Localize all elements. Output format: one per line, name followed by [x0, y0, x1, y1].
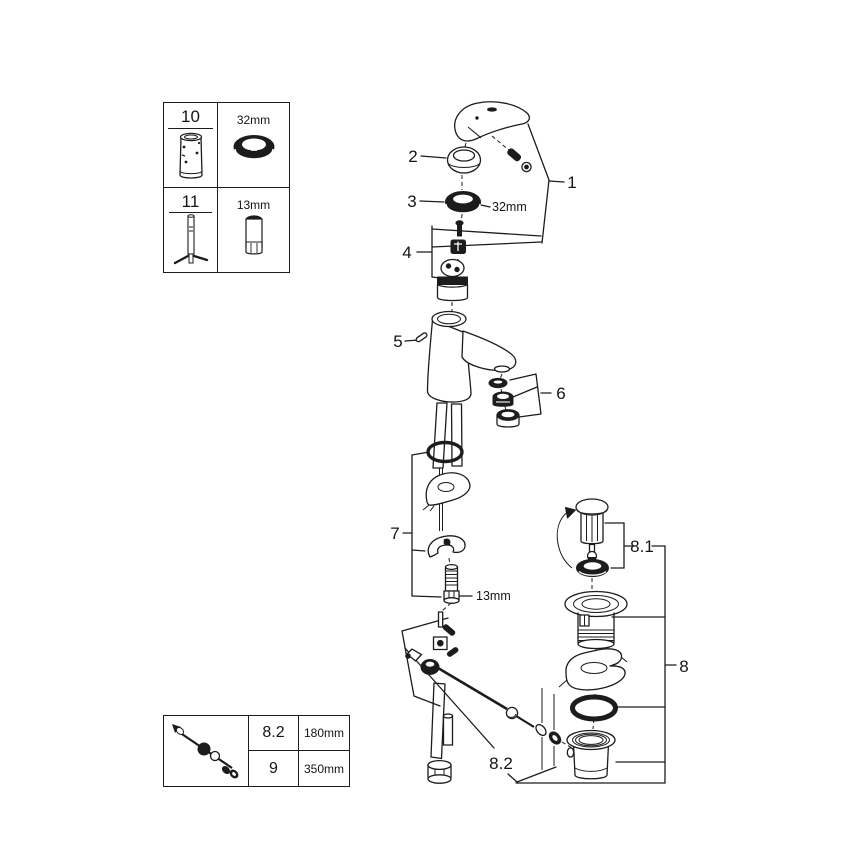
rod-part-number: 8.2 [262, 724, 285, 741]
rod-row-82-number-cell: 8.2 [249, 716, 299, 751]
cartridge-adapter [450, 239, 466, 254]
rod-row-82-length-cell: 180mm [299, 716, 349, 751]
pop-up-rod-icon [172, 724, 239, 779]
rod-o-ring [535, 723, 547, 737]
rod-image-cell [164, 716, 249, 786]
rod-nut [548, 731, 562, 745]
rotation-arrow [556, 507, 576, 569]
aerator-insert [492, 391, 514, 407]
pivot-linkage [405, 624, 459, 675]
waste-saddle [558, 648, 628, 691]
dimension-32mm: 32mm [492, 200, 527, 214]
service-sleeve-icon [178, 132, 203, 179]
lever-handle [454, 101, 531, 142]
drain-cup [566, 729, 616, 780]
callout-2: 2 [408, 147, 417, 166]
aerator-housing [496, 409, 520, 428]
ring-nut-32mm [445, 191, 481, 214]
tool-row-10-number-cell: 10 [164, 103, 218, 188]
callout-6: 6 [556, 384, 565, 403]
callout-5: 5 [393, 332, 402, 351]
supply-hose [430, 682, 454, 760]
base-gasket [422, 472, 471, 512]
supply-hoses [432, 402, 463, 531]
rod-part-number: 9 [269, 759, 278, 777]
aerator-seal [488, 377, 508, 389]
plug-seal [576, 559, 609, 577]
dimension-13mm: 13mm [476, 589, 511, 603]
callout-8: 8 [679, 657, 688, 676]
faucet-body [415, 310, 517, 403]
socket-bit-icon [244, 214, 263, 255]
callout-1: 1 [567, 173, 576, 192]
rod-row-9-number-cell: 9 [249, 751, 299, 786]
tool-part-number: 11 [168, 192, 213, 214]
side-pin [415, 332, 428, 343]
lift-rod-pin [437, 611, 444, 628]
cartridge-screw [455, 220, 464, 237]
handle-screw-washer [521, 161, 532, 173]
threaded-stud [443, 563, 460, 604]
body-o-ring [426, 440, 464, 464]
rod-row-9-length-cell: 350mm [299, 751, 349, 786]
callout-4: 4 [402, 243, 411, 262]
tool-size: 32mm [236, 113, 271, 127]
rod-length: 350mm [303, 761, 344, 776]
tool-row-10-size-cell: 32mm [218, 103, 289, 188]
drain-o-ring [570, 694, 618, 722]
tool-row-11-size-cell: 13mm [218, 188, 289, 272]
pop-up-rod [437, 666, 535, 728]
hose-nut [427, 759, 452, 784]
drain-flange [564, 590, 628, 650]
ceramic-cartridge [436, 258, 469, 302]
callout-3: 3 [407, 192, 416, 211]
rod-length: 180mm [303, 726, 344, 740]
ring-nut-icon [233, 135, 274, 160]
callout-7: 7 [390, 524, 399, 543]
tool-part-number: 10 [168, 107, 213, 129]
callout-labels: 2 3 1 4 5 6 7 8.1 8 8.2 32mm 13mm [390, 147, 688, 773]
callout-8-2: 8.2 [489, 754, 513, 773]
horseshoe-washer [427, 535, 466, 558]
mounting-tool-icon [173, 214, 208, 265]
callout-8-1: 8.1 [630, 537, 654, 556]
axis-dashes [441, 135, 597, 749]
callout-lines [401, 123, 677, 784]
tool-table: 10 32mm 11 13mm [163, 102, 290, 273]
cap-collar [446, 146, 482, 174]
tool-size: 13mm [236, 197, 271, 212]
handle-screw [507, 148, 522, 162]
rod-table: 8.2 180mm 9 350mm [163, 715, 350, 787]
pop-up-plug [575, 498, 609, 562]
tool-row-11-number-cell: 11 [164, 187, 218, 272]
